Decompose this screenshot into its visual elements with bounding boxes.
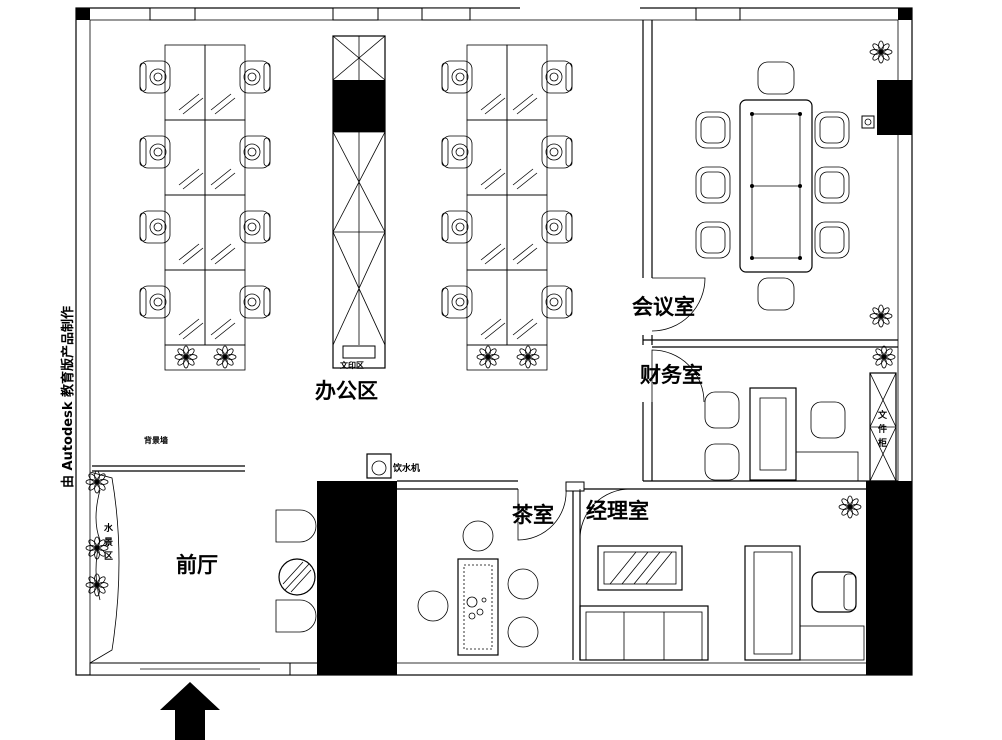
plant-icon xyxy=(85,573,109,597)
label-water-feature-3: 区 xyxy=(104,551,113,562)
chair-icon xyxy=(814,221,850,259)
plant-icon xyxy=(872,345,896,369)
label-finance: 财务室 xyxy=(640,363,703,387)
desk xyxy=(164,119,206,196)
plant-icon xyxy=(476,345,500,369)
desk xyxy=(466,194,508,271)
desk xyxy=(506,194,548,271)
chair-icon xyxy=(541,210,573,244)
plant-icon xyxy=(213,345,237,369)
label-file-cabinet-2: 件 xyxy=(878,423,887,435)
workstations-right xyxy=(441,44,573,371)
chair-icon xyxy=(239,285,271,319)
chair-icon xyxy=(239,135,271,169)
desk xyxy=(164,44,206,121)
desk xyxy=(204,119,246,196)
desk xyxy=(506,44,548,121)
desk xyxy=(204,44,246,121)
print-area-column xyxy=(332,35,386,369)
chair-icon xyxy=(441,135,473,169)
chair-icon xyxy=(695,221,731,259)
interior-walls xyxy=(92,20,912,675)
plant-icon xyxy=(85,470,109,494)
chair-icon xyxy=(139,285,171,319)
chair-icon xyxy=(704,443,740,481)
lobby-furniture xyxy=(89,453,392,664)
chair-icon xyxy=(441,285,473,319)
outer-walls xyxy=(75,7,913,676)
chair-icon xyxy=(541,285,573,319)
meeting-room-furniture xyxy=(695,61,850,481)
chair-icon xyxy=(441,210,473,244)
desk xyxy=(466,119,508,196)
label-print-area: 文印区 xyxy=(340,360,364,370)
label-file-cabinet-1: 文 xyxy=(877,409,888,421)
plant-icon xyxy=(838,495,862,519)
chair-icon xyxy=(814,111,850,149)
desk xyxy=(204,269,246,346)
label-file-cabinet-3: 柜 xyxy=(877,437,887,449)
desk xyxy=(506,269,548,346)
desk xyxy=(466,44,508,121)
chair-icon xyxy=(810,401,846,439)
chair-icon xyxy=(139,210,171,244)
doors xyxy=(517,277,706,541)
label-meeting: 会议室 xyxy=(632,295,695,319)
chair-icon xyxy=(239,210,271,244)
plant-icon xyxy=(869,40,893,64)
plant-icon xyxy=(85,536,109,560)
chair-icon xyxy=(814,166,850,204)
plant-icon xyxy=(869,304,893,328)
label-water-feature-2: 景 xyxy=(104,537,113,548)
chair-icon xyxy=(541,135,573,169)
chair-icon xyxy=(695,111,731,149)
desk xyxy=(164,269,206,346)
desk xyxy=(466,269,508,346)
chair-icon xyxy=(139,60,171,94)
tea-room-furniture xyxy=(417,520,539,656)
label-water-feature-1: 水 xyxy=(104,522,114,534)
workstations-left xyxy=(139,44,271,371)
room-labels: 办公区 会议室 财务室 茶室 经理室 前厅 文印区 饮水机 背景墙 水 景 区 … xyxy=(60,295,888,577)
manager-room-furniture xyxy=(579,545,865,661)
desk xyxy=(164,194,206,271)
plant-icon xyxy=(516,345,540,369)
chair-icon xyxy=(704,391,740,429)
label-background-wall: 背景墙 xyxy=(144,435,168,445)
desk xyxy=(204,194,246,271)
label-manager: 经理室 xyxy=(586,499,649,523)
chair-icon xyxy=(139,135,171,169)
label-lobby: 前厅 xyxy=(176,553,218,577)
chair-icon xyxy=(757,277,795,311)
entrance-arrow xyxy=(160,682,220,740)
chair-icon xyxy=(757,61,795,95)
chair-icon xyxy=(541,60,573,94)
decorative-plants xyxy=(85,40,896,597)
plant-icon xyxy=(174,345,198,369)
label-water-dispenser: 饮水机 xyxy=(392,462,420,474)
chair-icon xyxy=(239,60,271,94)
label-office: 办公区 xyxy=(315,379,378,403)
label-tea: 茶室 xyxy=(512,503,554,527)
finance-room-furniture xyxy=(749,372,897,482)
desk xyxy=(506,119,548,196)
chair-icon xyxy=(695,166,731,204)
watermark: 由 Autodesk 教育版产品制作 xyxy=(60,306,76,488)
chair-icon xyxy=(441,60,473,94)
